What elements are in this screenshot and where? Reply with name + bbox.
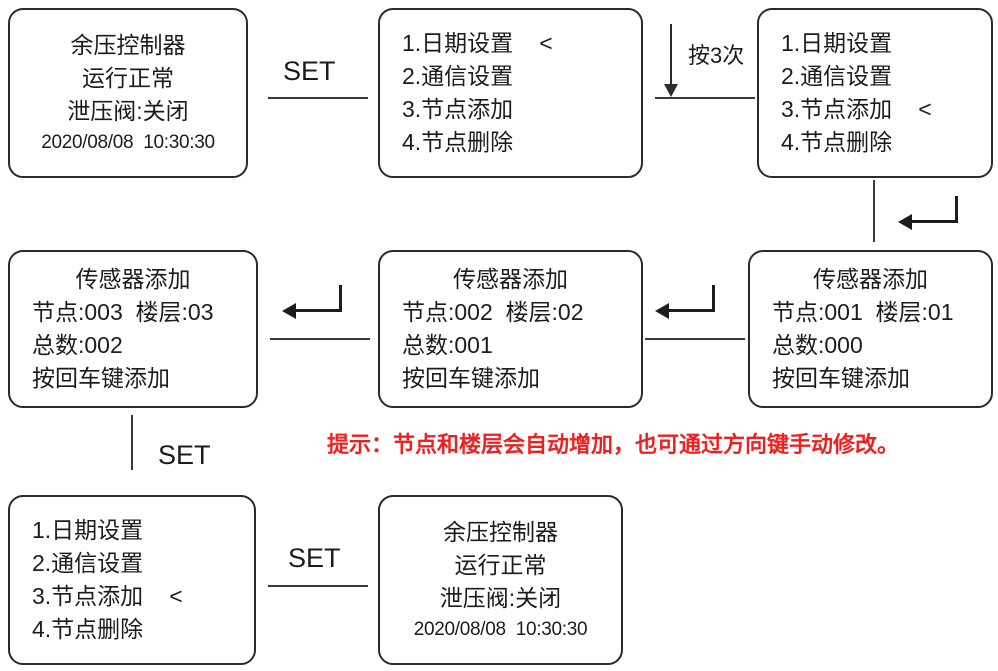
menu-item-1[interactable]: 1.日期设置 < [402, 27, 619, 60]
screen-title: 传感器添加 [813, 266, 928, 292]
enter-return-icon [655, 285, 715, 319]
screen-line: 按回车键添加 [32, 365, 170, 391]
screen-sensor-add-1[interactable]: 传感器添加 节点:001 楼层:01 总数:000 按回车键添加 [748, 250, 993, 408]
connector-label-set-top: SET [283, 56, 336, 86]
screen-menu-node-selected[interactable]: 1.日期设置 2.通信设置 3.节点添加 < 4.节点删除 [757, 8, 993, 178]
screen-line: 节点:002 楼层:02 [402, 299, 584, 325]
screen-line: 节点:003 楼层:03 [32, 299, 214, 325]
screen-line-timestamp: 2020/08/08 10:30:30 [41, 131, 215, 153]
screen-line: 按回车键添加 [402, 365, 540, 391]
menu-item-2[interactable]: 2.通信设置 [402, 60, 619, 93]
enter-return-icon [282, 285, 342, 319]
screen-line-timestamp: 2020/08/08 10:30:30 [413, 618, 588, 640]
screen-sensor-add-2[interactable]: 传感器添加 节点:002 楼层:02 总数:001 按回车键添加 [378, 250, 643, 408]
screen-line: 运行正常 [454, 551, 547, 578]
menu-item-2[interactable]: 2.通信设置 [32, 547, 232, 580]
connector-line-press-three [655, 97, 755, 99]
screen-line: 运行正常 [82, 64, 174, 91]
connector-label-set-bottom: SET [288, 543, 341, 573]
screen-home-bottom[interactable]: 余压控制器 运行正常 泄压阀:关闭 2020/08/08 10:30:30 [378, 495, 623, 665]
menu-item-2[interactable]: 2.通信设置 [781, 60, 969, 93]
menu-item-label: 2.通信设置 [32, 550, 144, 576]
screen-line: 总数:002 [32, 332, 123, 358]
screen-line: 余压控制器 [70, 31, 186, 58]
menu-item-3[interactable]: 3.节点添加 < [781, 93, 969, 126]
menu-item-3[interactable]: 3.节点添加 < [32, 580, 232, 613]
connector-line-mid-right [645, 338, 745, 340]
menu-item-1[interactable]: 1.日期设置 [781, 27, 969, 60]
menu-item-label: 1.日期设置 [32, 517, 144, 543]
selection-marker-icon: < [539, 30, 553, 56]
menu-item-label: 4.节点删除 [32, 616, 144, 642]
menu-item-label: 3.节点添加 [402, 96, 514, 122]
connector-label-set-vertical: SET [158, 440, 211, 470]
menu-item-label: 1.日期设置 [402, 30, 514, 56]
screen-line: 节点:001 楼层:01 [772, 299, 954, 325]
menu-item-label: 2.通信设置 [402, 63, 514, 89]
connector-line-mid-left [270, 338, 370, 340]
screen-line: 按回车键添加 [772, 365, 910, 391]
selection-marker-icon: < [169, 583, 183, 609]
screen-menu-node-selected-bottom[interactable]: 1.日期设置 2.通信设置 3.节点添加 < 4.节点删除 [8, 495, 256, 665]
menu-item-4[interactable]: 4.节点删除 [781, 126, 969, 159]
screen-home-top[interactable]: 余压控制器 运行正常 泄压阀:关闭 2020/08/08 10:30:30 [8, 8, 248, 178]
screen-line: 总数:001 [402, 332, 493, 358]
screen-line: 泄压阀:关闭 [67, 97, 189, 124]
menu-item-label: 1.日期设置 [781, 30, 893, 56]
connector-line-set-top [268, 97, 368, 99]
hint-text: 提示：节点和楼层会自动增加，也可通过方向键手动修改。 [327, 432, 900, 457]
screen-line: 余压控制器 [443, 518, 558, 545]
menu-item-label: 3.节点添加 [781, 96, 893, 122]
menu-item-label: 4.节点删除 [781, 129, 893, 155]
menu-item-label: 2.通信设置 [781, 63, 893, 89]
enter-return-icon [898, 196, 958, 230]
menu-item-4[interactable]: 4.节点删除 [32, 613, 232, 646]
menu-item-4[interactable]: 4.节点删除 [402, 126, 619, 159]
screen-line: 泄压阀:关闭 [439, 584, 562, 611]
screen-title: 传感器添加 [453, 266, 568, 292]
screen-title: 传感器添加 [75, 266, 191, 292]
menu-item-label: 3.节点添加 [32, 583, 144, 609]
menu-item-1[interactable]: 1.日期设置 [32, 514, 232, 547]
selection-marker-icon: < [918, 96, 932, 122]
screen-menu-date-selected[interactable]: 1.日期设置 < 2.通信设置 3.节点添加 4.节点删除 [378, 8, 643, 178]
connector-line-vertical-left [131, 415, 133, 470]
menu-item-3[interactable]: 3.节点添加 [402, 93, 619, 126]
menu-item-label: 4.节点删除 [402, 129, 514, 155]
connector-line-vertical-right [873, 180, 875, 242]
connector-line-set-bottom [268, 585, 368, 587]
screen-sensor-add-3[interactable]: 传感器添加 节点:003 楼层:03 总数:002 按回车键添加 [8, 250, 258, 408]
screen-line: 总数:000 [772, 332, 863, 358]
connector-label-press-three: 按3次 [688, 43, 745, 68]
